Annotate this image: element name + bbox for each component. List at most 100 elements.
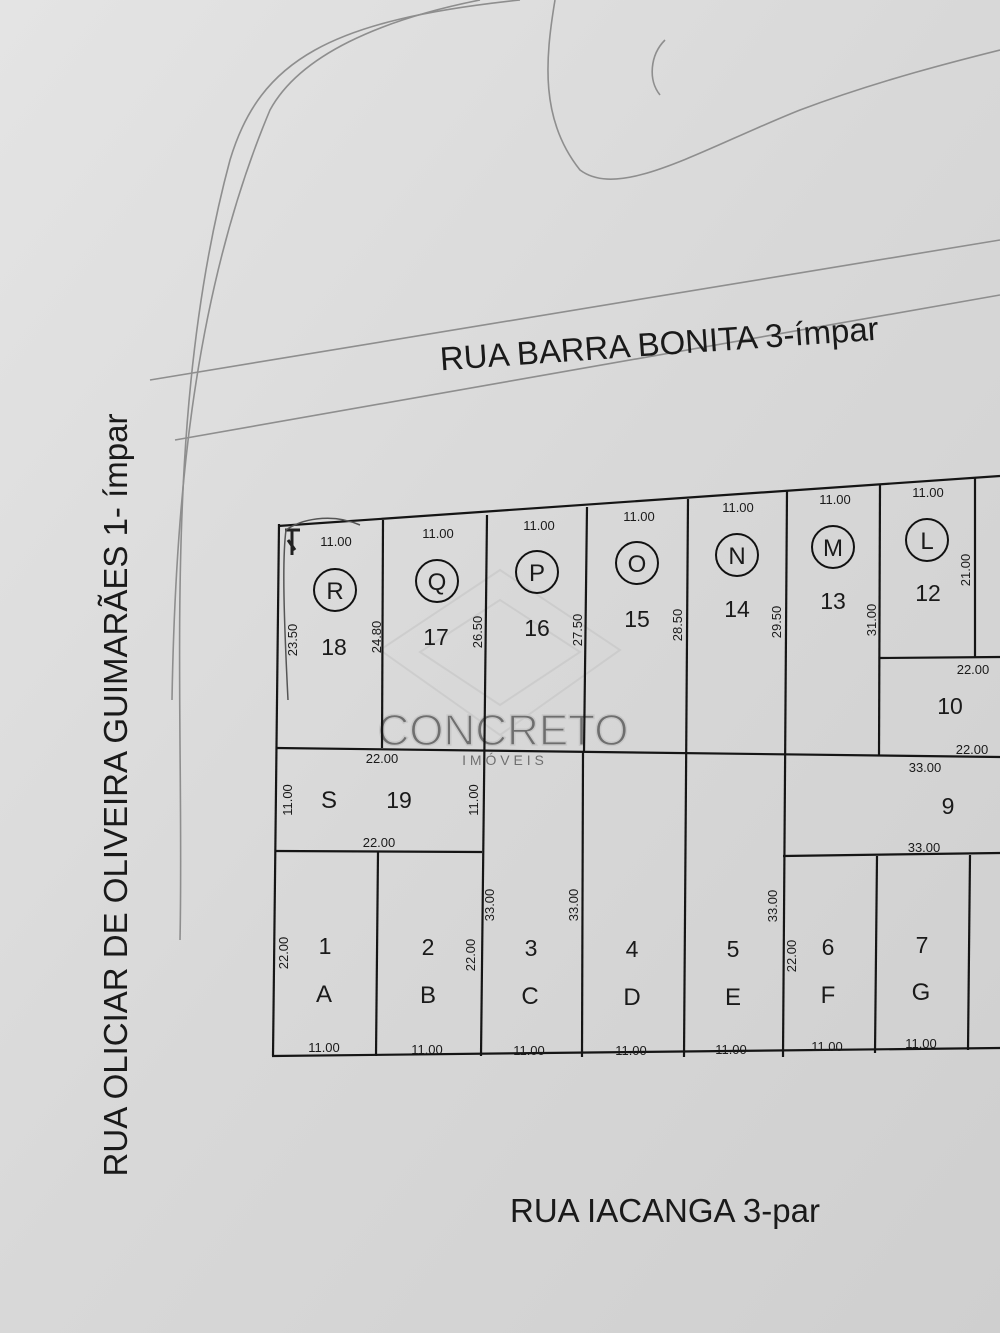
side-dim: 26.50 — [470, 616, 485, 649]
lot-letter: F — [821, 982, 836, 1009]
lot-letter: M — [823, 535, 843, 562]
lot-number: 12 — [915, 580, 941, 606]
lot-6[interactable]: 6 F 11.00 — [811, 934, 843, 1054]
lot-left-dim: 11.00 — [280, 784, 295, 816]
lot-number: 13 — [820, 588, 846, 614]
lot-letter: N — [728, 543, 745, 570]
lot-1[interactable]: 1 A 11.00 — [308, 933, 340, 1055]
lot-letter: R — [326, 578, 343, 605]
side-dim: 28.50 — [670, 609, 685, 642]
lot-front-dim: 11.00 — [623, 509, 655, 524]
top-row-lots: 11.00 R 18 11.00 Q 17 11.00 P 16 11.00 O… — [285, 485, 973, 660]
lot-letter: D — [623, 984, 640, 1011]
lot-right-dim: 11.00 — [466, 784, 481, 816]
lot-number: 1 — [319, 933, 332, 959]
lot-10[interactable]: 22.00 10 22.00 — [937, 662, 989, 757]
lot-front-dim: 11.00 — [615, 1043, 647, 1058]
lot-13[interactable]: 11.00 M 13 — [811, 492, 855, 614]
lot-letter-circle — [415, 559, 459, 603]
lot-16[interactable]: 11.00 P 16 — [515, 518, 559, 641]
side-dim: 21.00 — [958, 554, 973, 587]
lot-boundaries — [271, 474, 1000, 1058]
lot-bottom-dim: 22.00 — [956, 742, 989, 757]
lot-letter: E — [725, 984, 741, 1011]
lot-letter-circle — [615, 541, 659, 585]
lot-front-dim: 11.00 — [819, 492, 851, 507]
side-dim: 23.50 — [285, 624, 300, 657]
street-west-label: RUA OLICIAR DE OLIVEIRA GUIMARÃES 1- ímp… — [97, 414, 134, 1177]
lot-number: 9 — [942, 793, 955, 819]
bottom-row-lots: 1 A 11.00 2 B 11.00 3 C 11.00 4 D 11.00 … — [276, 889, 937, 1058]
lot-7[interactable]: 7 G 11.00 — [905, 932, 937, 1051]
lot-4[interactable]: 4 D 11.00 — [615, 936, 647, 1058]
lot-number: 18 — [321, 634, 347, 660]
lot-5[interactable]: 5 E 11.00 — [715, 936, 747, 1057]
side-dim: 27.50 — [570, 614, 585, 647]
lot-letter: A — [316, 981, 332, 1008]
side-dim: 29.50 — [769, 606, 784, 639]
side-dim: 22.00 — [784, 940, 799, 973]
lot-number: 7 — [916, 932, 929, 958]
lot-letter-circle — [515, 550, 559, 594]
lot-front-dim: 11.00 — [722, 500, 754, 515]
lot-number: 15 — [624, 606, 650, 632]
side-dim: 24.80 — [369, 621, 384, 654]
lot-front-dim: 11.00 — [811, 1039, 843, 1054]
lot-front-dim: 11.00 — [912, 485, 944, 500]
lot-letter: O — [628, 551, 647, 578]
lot-number: 5 — [727, 936, 740, 962]
lot-number: 10 — [937, 693, 963, 719]
lot-letter: L — [920, 528, 933, 555]
lot-14[interactable]: 11.00 N 14 — [715, 500, 759, 622]
lot-front-dim: 11.00 — [411, 1042, 443, 1057]
lot-letter: Q — [428, 569, 447, 596]
side-dim: 33.00 — [482, 889, 497, 922]
lot-letter: S — [321, 787, 337, 814]
watermark: CONCRETO I M Ó V E I S — [377, 568, 629, 768]
lot-number: 19 — [386, 787, 412, 813]
lot-front-dim: 11.00 — [308, 1040, 340, 1055]
lot-top-dim: 22.00 — [366, 751, 399, 766]
street-south-label: RUA IACANGA 3-par — [510, 1192, 820, 1229]
lot-2[interactable]: 2 B 11.00 — [411, 934, 443, 1057]
lot-letter: C — [521, 983, 538, 1010]
lot-letter: P — [529, 560, 545, 587]
watermark-brand: CONCRETO — [378, 706, 629, 755]
lot-top-dim: 33.00 — [909, 760, 942, 775]
lot-front-dim: 11.00 — [513, 1043, 545, 1058]
watermark-sub: I M Ó V E I S — [462, 752, 544, 768]
lot-letter: B — [420, 982, 436, 1009]
lot-letter-circle — [811, 525, 855, 569]
lot-3[interactable]: 3 C 11.00 — [513, 935, 545, 1058]
lot-front-dim: 11.00 — [422, 526, 454, 541]
lot-front-dim: 11.00 — [320, 534, 352, 549]
lot-15[interactable]: 11.00 O 15 — [615, 509, 659, 632]
lot-9[interactable]: 33.00 9 33.00 — [908, 760, 955, 855]
lot-19[interactable]: 22.00 S 19 11.00 11.00 22.00 — [280, 751, 481, 850]
side-dim: 22.00 — [463, 939, 478, 972]
lot-letter-circle — [313, 568, 357, 612]
lot-letter: G — [912, 979, 931, 1006]
lot-12[interactable]: 11.00 L 12 — [905, 485, 949, 606]
lot-number: 16 — [524, 615, 550, 641]
lot-front-dim: 11.00 — [715, 1042, 747, 1057]
pencil-sketch-lines — [149, 0, 1000, 941]
lot-18[interactable]: 11.00 R 18 — [313, 534, 357, 660]
lot-front-dim: 11.00 — [905, 1036, 937, 1051]
lot-front-dim: 11.00 — [523, 518, 555, 533]
lot-17[interactable]: 11.00 Q 17 — [415, 526, 459, 650]
lot-bottom-dim: 33.00 — [908, 840, 941, 855]
lot-number: 3 — [525, 935, 538, 961]
lot-number: 17 — [423, 624, 449, 650]
side-dim: 31.00 — [864, 604, 879, 637]
side-dim: 22.00 — [276, 937, 291, 970]
lot-number: 2 — [422, 934, 435, 960]
lot-letter-circle — [905, 518, 949, 562]
lot-bottom-dim: 22.00 — [363, 835, 396, 850]
lot-letter-circle — [715, 533, 759, 577]
lot-number: 14 — [724, 596, 750, 622]
side-dim: 33.00 — [566, 889, 581, 922]
lot-number: 4 — [626, 936, 639, 962]
